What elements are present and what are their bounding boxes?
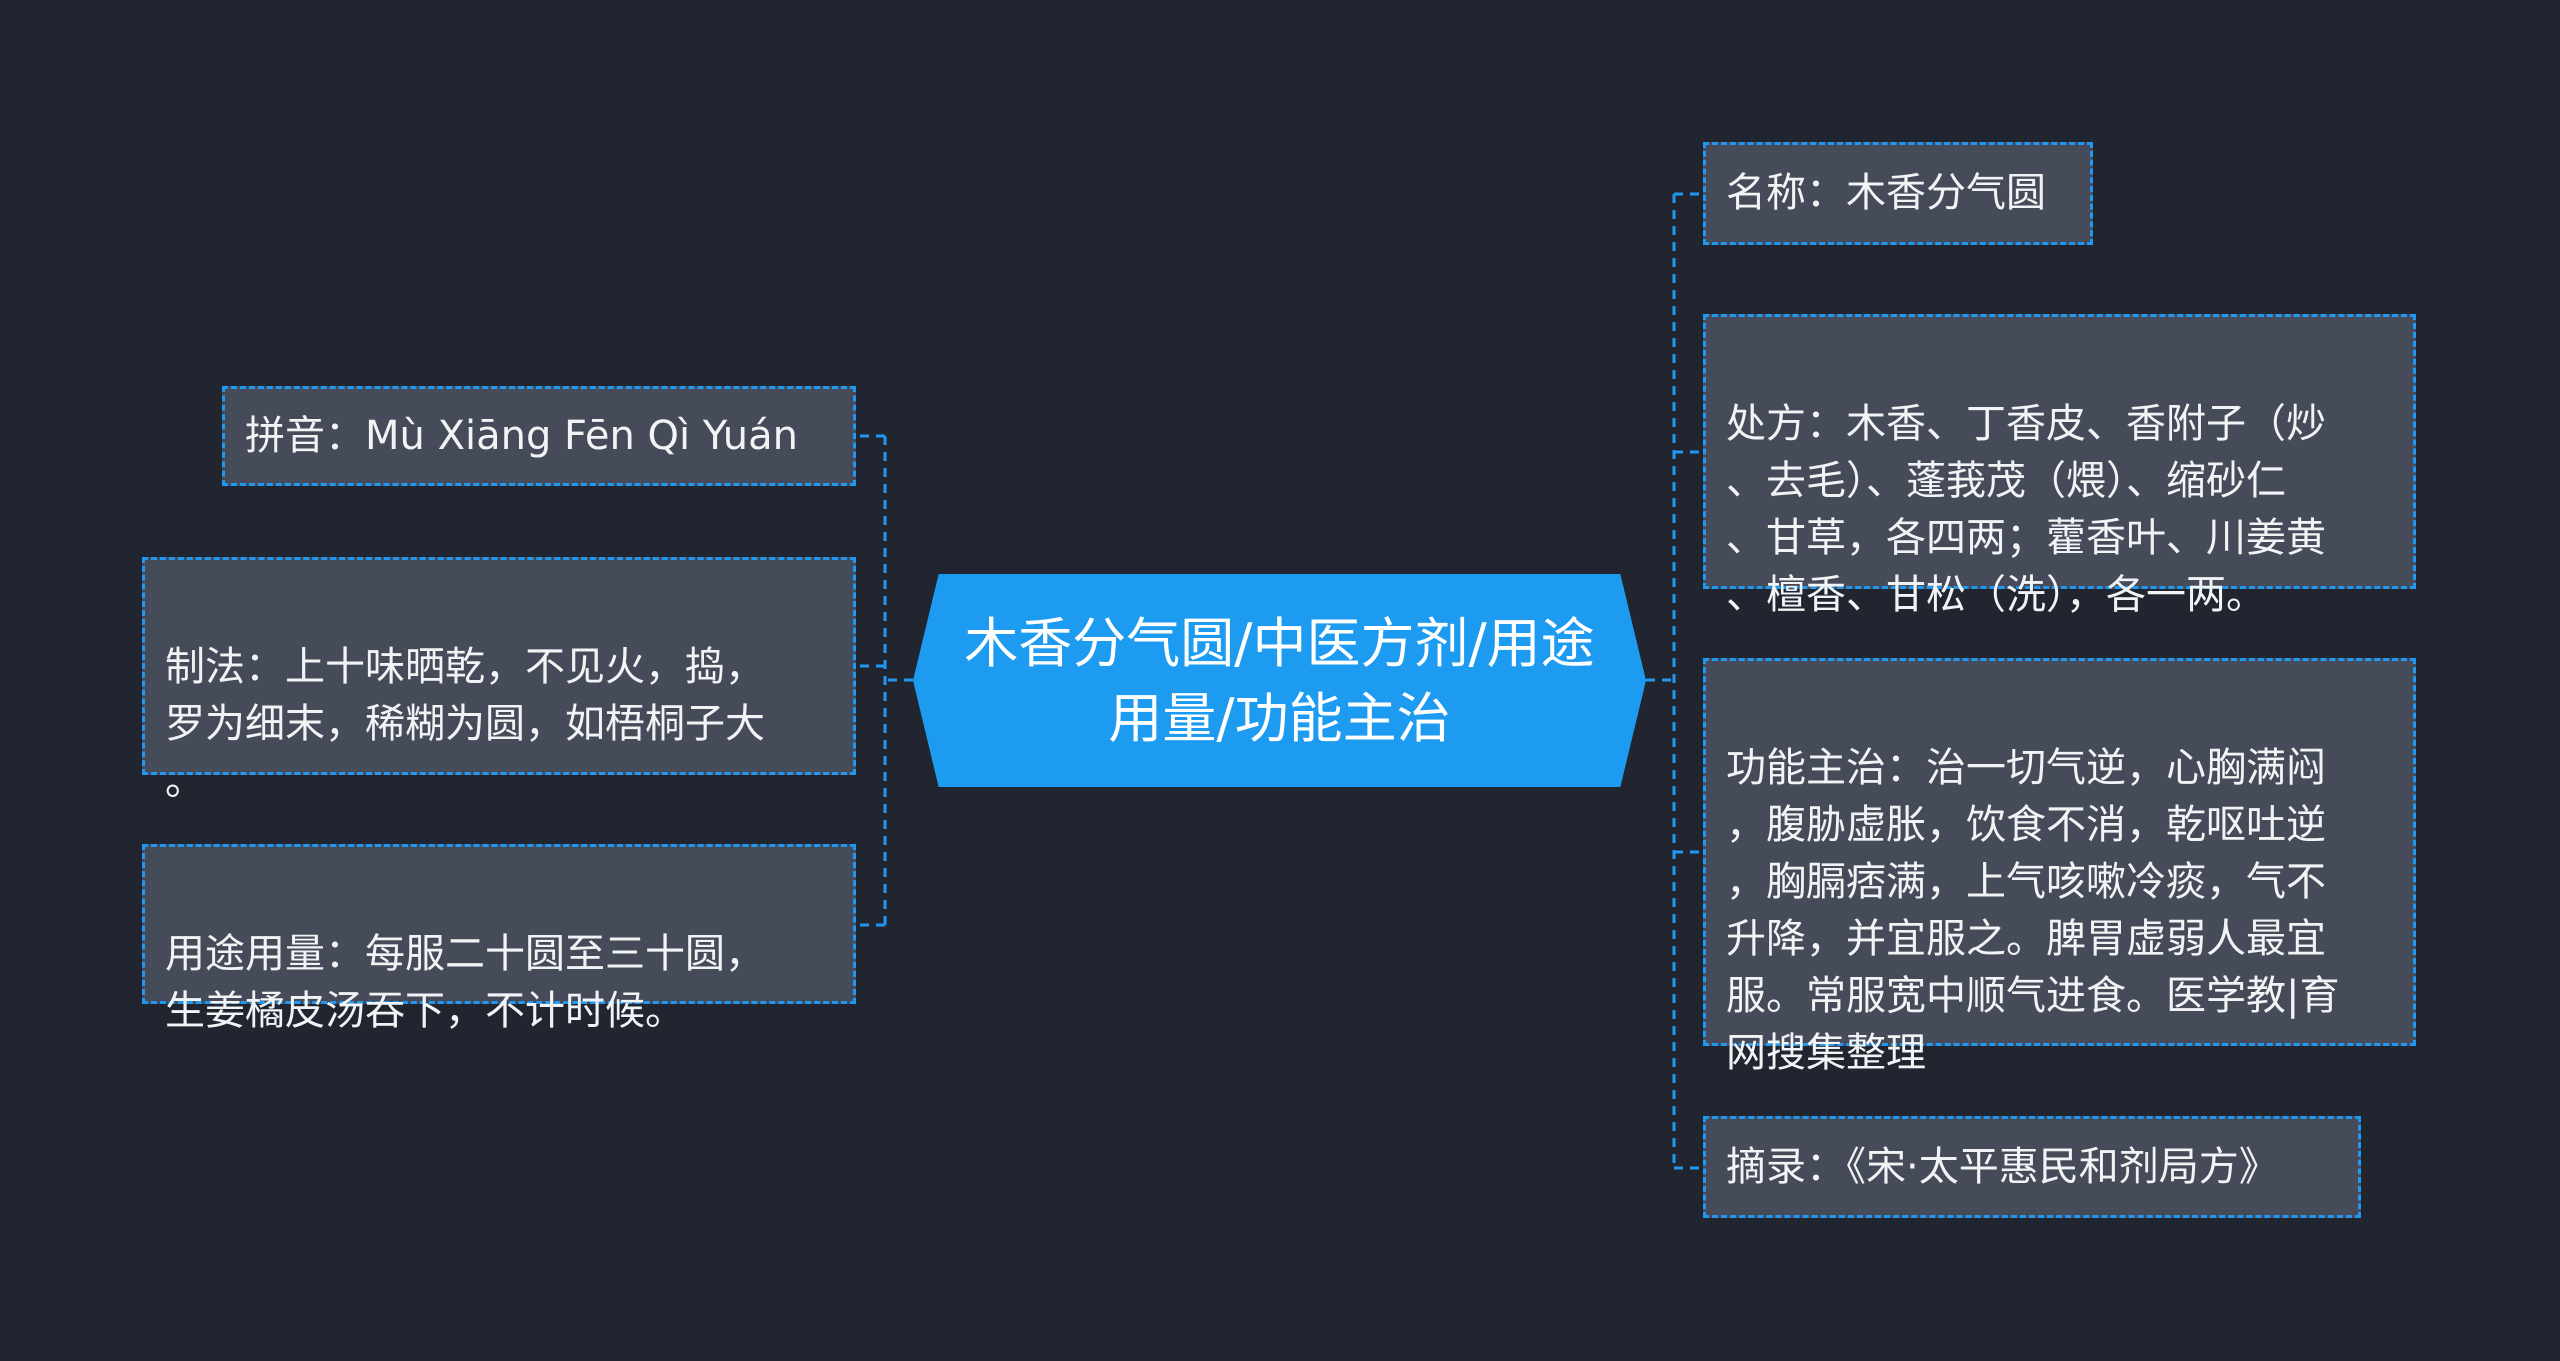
connector-left-trunk (883, 436, 913, 925)
node-yongtu-text: 用途用量：每服二十圆至三十圆， 生姜橘皮汤吞下，不计时候。 (165, 931, 765, 1034)
node-zhifa[interactable]: 制法：上十味晒乾，不见火，捣， 罗为细末，稀糊为圆，如梧桐子大 。 (142, 557, 856, 804)
node-mingcheng-text: 名称：木香分气圆 (1726, 170, 2046, 216)
node-pinyin[interactable]: 拼音：Mù Xiāng Fēn Qì Yuán (222, 386, 856, 486)
node-mingcheng[interactable]: 名称：木香分气圆 (1703, 142, 2093, 245)
node-gongneng[interactable]: 功能主治：治一切气逆，心胸满闷 ，腹胁虚胀，饮食不消，乾呕吐逆 ，胸膈痞满，上气… (1703, 658, 2416, 1076)
central-topic-text: 木香分气圆/中医方剂/用途用量/功能主治 (964, 611, 1595, 750)
connector-right-trunk (1646, 194, 1676, 1168)
node-chufang[interactable]: 处方：木香、丁香皮、香附子（炒 、去毛）、蓬莪茂（煨）、缩砂仁 、甘草，各四两；… (1703, 314, 2416, 618)
central-topic[interactable]: 木香分气圆/中医方剂/用途用量/功能主治 (913, 574, 1646, 787)
node-yongtu[interactable]: 用途用量：每服二十圆至三十圆， 生姜橘皮汤吞下，不计时候。 (142, 844, 856, 1034)
node-zhailu-text: 摘录：《宋·太平惠民和剂局方》 (1726, 1143, 2279, 1190)
node-chufang-text: 处方：木香、丁香皮、香附子（炒 、去毛）、蓬莪茂（煨）、缩砂仁 、甘草，各四两；… (1726, 401, 2326, 618)
node-zhailu[interactable]: 摘录：《宋·太平惠民和剂局方》 (1703, 1116, 2361, 1218)
node-gongneng-text: 功能主治：治一切气逆，心胸满闷 ，腹胁虚胀，饮食不消，乾呕吐逆 ，胸膈痞满，上气… (1726, 745, 2340, 1076)
node-zhifa-text: 制法：上十味晒乾，不见火，捣， 罗为细末，稀糊为圆，如梧桐子大 。 (165, 644, 765, 804)
node-pinyin-text: 拼音：Mù Xiāng Fēn Qì Yuán (245, 412, 798, 459)
